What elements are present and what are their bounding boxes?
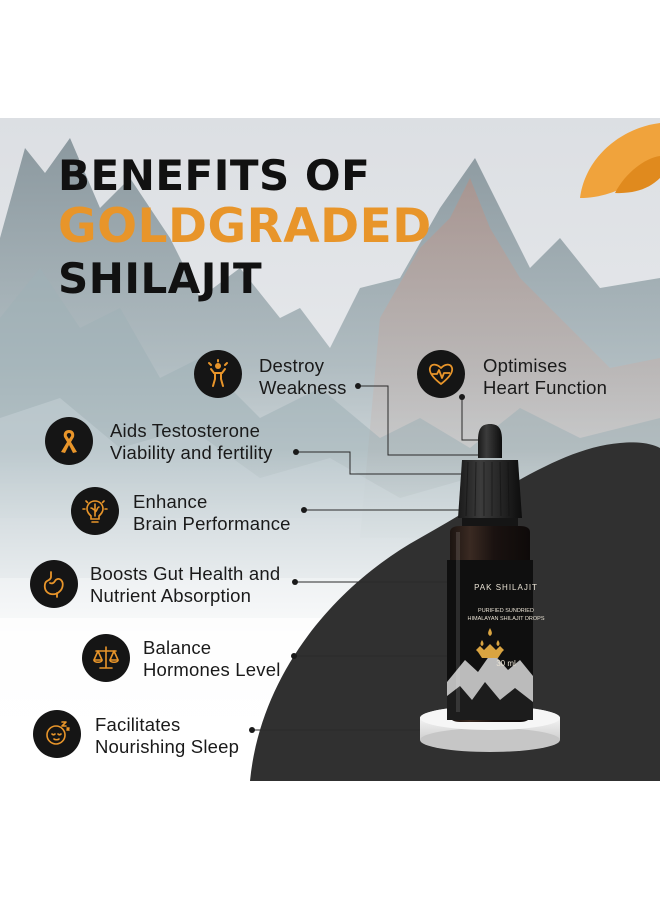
benefit-gut-health: Boosts Gut Health and Nutrient Absorptio… — [30, 560, 280, 608]
benefit-brain-performance: Enhance Brain Performance — [71, 487, 291, 535]
stomach-icon — [30, 560, 78, 608]
strength-person-icon — [194, 350, 242, 398]
product-subtitle-1: PURIFIED SUNDRIED — [478, 608, 534, 614]
heart-pulse-icon — [417, 350, 465, 398]
benefit-sleep: Facilitates Nourishing Sleep — [33, 710, 239, 758]
title-line-3: SHILAJIT — [58, 254, 263, 303]
benefit-testosterone: Aids Testosterone Viability and fertilit… — [45, 417, 273, 465]
product-subtitle-2: HIMALAYAN SHILAJIT DROPS — [467, 616, 545, 622]
sleep-icon — [33, 710, 81, 758]
shilajit-dropper-bottle — [420, 424, 560, 752]
title-line-2: GOLDGRADED — [58, 199, 432, 254]
benefit-line-2: Heart Function — [483, 377, 608, 398]
benefit-hormones: Balance Hormones Level — [82, 634, 281, 682]
product-volume: 30 ml — [496, 659, 516, 668]
title-line-1: BENEFITS OF — [58, 151, 371, 200]
balance-scale-icon — [82, 634, 130, 682]
benefit-line-1: Enhance — [133, 490, 208, 512]
product-brand: PAK SHILAJIT — [474, 583, 538, 592]
orange-leaf-decoration — [580, 123, 660, 198]
benefit-line-1: Optimises — [483, 355, 568, 376]
benefit-line-1: Destroy — [259, 355, 325, 376]
benefit-line-2: Hormones Level — [143, 659, 281, 680]
benefit-line-2: Nutrient Absorption — [90, 584, 252, 606]
ribbon-icon — [45, 417, 93, 465]
benefit-line-1: Aids Testosterone — [110, 420, 261, 441]
benefit-line-2: Brain Performance — [133, 512, 291, 534]
benefit-line-1: Balance — [143, 637, 212, 658]
benefit-destroy-weakness: Destroy Weakness — [194, 349, 347, 399]
benefit-line-1: Boosts Gut Health and — [90, 562, 281, 584]
benefit-heart-function: Optimises Heart Function — [417, 349, 607, 399]
benefit-line-1: Facilitates — [95, 713, 181, 735]
benefit-line-2: Weakness — [259, 377, 347, 398]
brain-bulb-icon — [71, 487, 119, 535]
benefit-line-2: Viability and fertility — [110, 442, 273, 463]
benefit-line-2: Nourishing Sleep — [95, 735, 240, 757]
